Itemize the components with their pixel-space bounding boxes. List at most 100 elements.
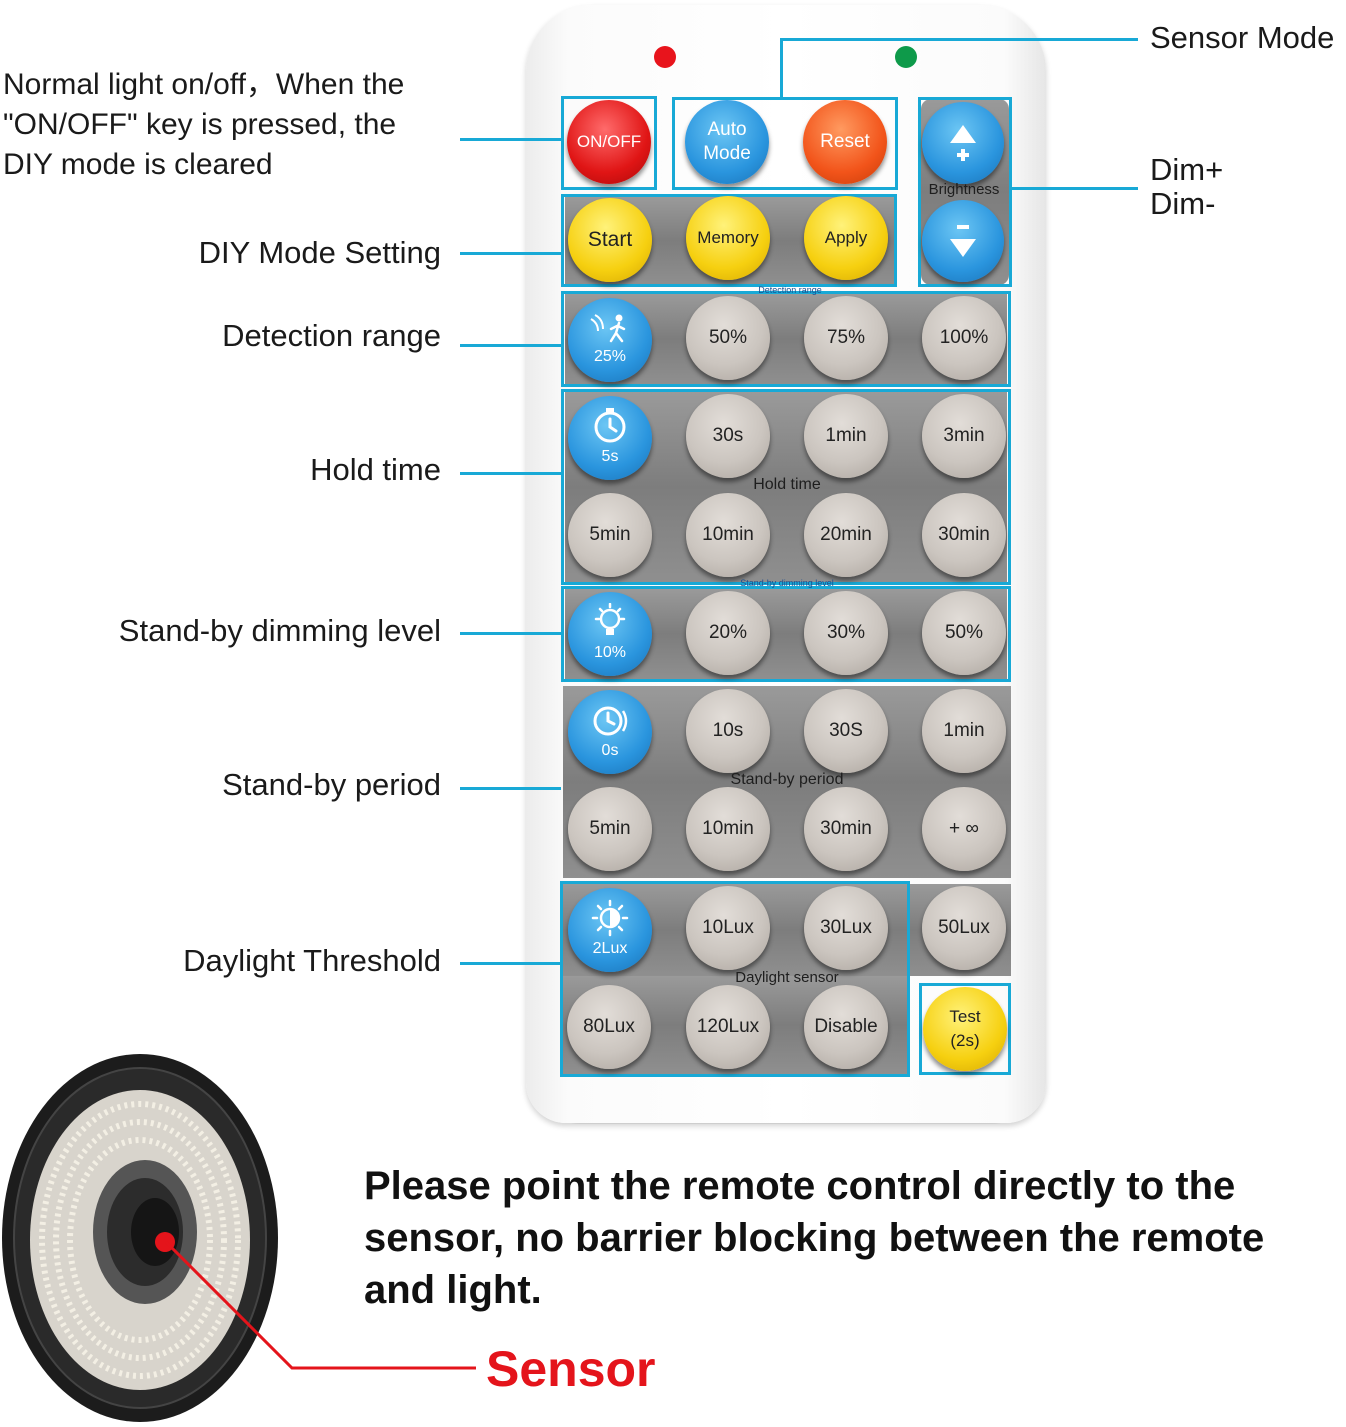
callout-normal-light-line1: Normal light on/off，When the bbox=[3, 68, 405, 101]
standby-5min-label: 5min bbox=[589, 818, 631, 839]
diy-highlight bbox=[561, 194, 897, 287]
daylight-2lux-label: 2Lux bbox=[592, 940, 628, 957]
daylight-10lux-button[interactable]: 10Lux bbox=[686, 886, 770, 970]
standby-10min-button[interactable]: 10min bbox=[686, 787, 770, 871]
hold-30min-label: 30min bbox=[938, 524, 990, 545]
callout-sensor-mode: Sensor Mode bbox=[1150, 20, 1335, 55]
reset-button[interactable]: Reset bbox=[803, 100, 887, 184]
detection-75-button[interactable]: 75% bbox=[804, 296, 888, 380]
line-standby bbox=[460, 787, 561, 790]
standby-5min-button[interactable]: 5min bbox=[568, 787, 652, 871]
test-button[interactable]: Test (2s) bbox=[923, 987, 1007, 1071]
triangle-down-icon bbox=[950, 225, 976, 257]
apply-button[interactable]: Apply bbox=[804, 196, 888, 280]
hold-30s-button[interactable]: 30s bbox=[686, 394, 770, 478]
callout-normal-light-line2: "ON/OFF" key is pressed, the bbox=[3, 108, 397, 141]
dimming-30-label: 30% bbox=[826, 622, 866, 643]
standby-30s-label: 30S bbox=[829, 720, 863, 741]
detection-25-button[interactable]: 25% bbox=[568, 298, 652, 382]
daylight-120lux-button[interactable]: 120Lux bbox=[686, 985, 770, 1069]
daylight-10lux-label: 10Lux bbox=[702, 917, 754, 938]
daylight-panel-label: Daylight sensor bbox=[735, 969, 839, 986]
sensor-label: Sensor bbox=[486, 1341, 656, 1397]
standby-0s-button[interactable]: 0s bbox=[568, 690, 652, 774]
line-diy bbox=[460, 252, 561, 255]
instruction-text: Please point the remote control directly… bbox=[364, 1164, 1265, 1312]
daylight-highlight bbox=[560, 881, 910, 1077]
onoff-button[interactable]: ON/OFF bbox=[567, 100, 651, 184]
daylight-80lux-label: 80Lux bbox=[583, 1016, 635, 1037]
line-dimming bbox=[460, 632, 561, 635]
dimming-highlight bbox=[561, 586, 1011, 682]
dimming-20-label: 20% bbox=[708, 622, 748, 643]
line-sensor-mode-vertical bbox=[780, 38, 783, 97]
daylight-80lux-button[interactable]: 80Lux bbox=[567, 985, 651, 1069]
detection-100-label: 100% bbox=[939, 327, 989, 348]
dimming-30-button[interactable]: 30% bbox=[804, 591, 888, 675]
daylight-disable-button[interactable]: Disable bbox=[804, 985, 888, 1069]
daylight-2lux-button[interactable]: 2Lux bbox=[568, 888, 652, 972]
hold-highlight bbox=[561, 389, 1011, 585]
callout-standby-dimming: Stand-by dimming level bbox=[118, 613, 441, 648]
hold-5s-label: 5s bbox=[601, 448, 619, 465]
dim-minus-button[interactable] bbox=[922, 200, 1004, 282]
apply-label: Apply bbox=[824, 228, 868, 247]
hold-10min-label: 10min bbox=[702, 524, 754, 545]
memory-button[interactable]: Memory bbox=[686, 196, 770, 280]
hold-30min-button[interactable]: 30min bbox=[922, 493, 1006, 577]
hold-20min-button[interactable]: 20min bbox=[804, 493, 888, 577]
callout-daylight-threshold: Daylight Threshold bbox=[183, 943, 441, 978]
ufo-light-fixture-image bbox=[2, 1054, 278, 1422]
detection-50-button[interactable]: 50% bbox=[686, 296, 770, 380]
motion-person-icon bbox=[590, 314, 626, 343]
standby-10s-label: 10s bbox=[712, 720, 744, 741]
hold-1min-label: 1min bbox=[825, 425, 867, 446]
standby-infinity-label: + ∞ bbox=[949, 818, 979, 839]
callout-normal-light-line3: DIY mode is cleared bbox=[3, 148, 273, 181]
start-button[interactable]: Start bbox=[568, 198, 652, 282]
auto-mode-button[interactable]: Auto Mode bbox=[685, 100, 769, 184]
standby-infinity-button[interactable]: + ∞ bbox=[922, 787, 1006, 871]
red-led-indicator bbox=[654, 46, 676, 68]
test-highlight bbox=[919, 983, 1011, 1075]
line-daylight bbox=[460, 962, 561, 965]
standby-10s-button[interactable]: 10s bbox=[686, 689, 770, 773]
hold-20min-label: 20min bbox=[820, 524, 872, 545]
timer-icon bbox=[593, 706, 628, 736]
line-normal-light bbox=[460, 138, 561, 141]
hold-5s-button[interactable]: 5s bbox=[568, 396, 652, 480]
standby-1min-button[interactable]: 1min bbox=[922, 689, 1006, 773]
standby-30s-button[interactable]: 30S bbox=[804, 689, 888, 773]
standby-1min-label: 1min bbox=[943, 720, 985, 741]
hold-30s-label: 30s bbox=[712, 425, 744, 446]
daylight-30lux-button[interactable]: 30Lux bbox=[804, 886, 888, 970]
standby-30min-button[interactable]: 30min bbox=[804, 787, 888, 871]
auto-mode-label-1: Auto bbox=[707, 119, 747, 140]
hold-panel-label: Hold time bbox=[753, 476, 821, 493]
callout-standby-period: Stand-by period bbox=[222, 767, 441, 802]
dim-plus-button[interactable] bbox=[922, 102, 1004, 184]
hold-1min-button[interactable]: 1min bbox=[804, 394, 888, 478]
dimming-10-button[interactable]: 10% bbox=[568, 592, 652, 676]
dimming-20-button[interactable]: 20% bbox=[686, 591, 770, 675]
dimming-tiny-label: Stand-by dimming level bbox=[740, 578, 834, 588]
daylight-50lux-button[interactable]: 50Lux bbox=[922, 886, 1006, 970]
dimming-50-button[interactable]: 50% bbox=[922, 591, 1006, 675]
detection-100-button[interactable]: 100% bbox=[922, 296, 1006, 380]
hold-10min-button[interactable]: 10min bbox=[686, 493, 770, 577]
line-sensor-mode-horizontal bbox=[780, 38, 1138, 41]
hold-3min-button[interactable]: 3min bbox=[922, 394, 1006, 478]
test-label-1: Test bbox=[949, 1007, 981, 1026]
clock-icon bbox=[594, 408, 626, 443]
hold-5min-label: 5min bbox=[589, 524, 631, 545]
dimming-50-label: 50% bbox=[944, 622, 984, 643]
standby-30min-label: 30min bbox=[820, 818, 872, 839]
sensor-mode-highlight bbox=[672, 97, 898, 190]
standby-panel-label: Stand-by period bbox=[730, 771, 844, 788]
auto-mode-label-2: Mode bbox=[703, 143, 751, 164]
hold-3min-label: 3min bbox=[943, 425, 985, 446]
line-dim bbox=[1012, 187, 1138, 190]
callout-dim-minus: Dim- bbox=[1150, 186, 1216, 221]
lightbulb-icon bbox=[594, 603, 626, 635]
hold-5min-button[interactable]: 5min bbox=[568, 493, 652, 577]
